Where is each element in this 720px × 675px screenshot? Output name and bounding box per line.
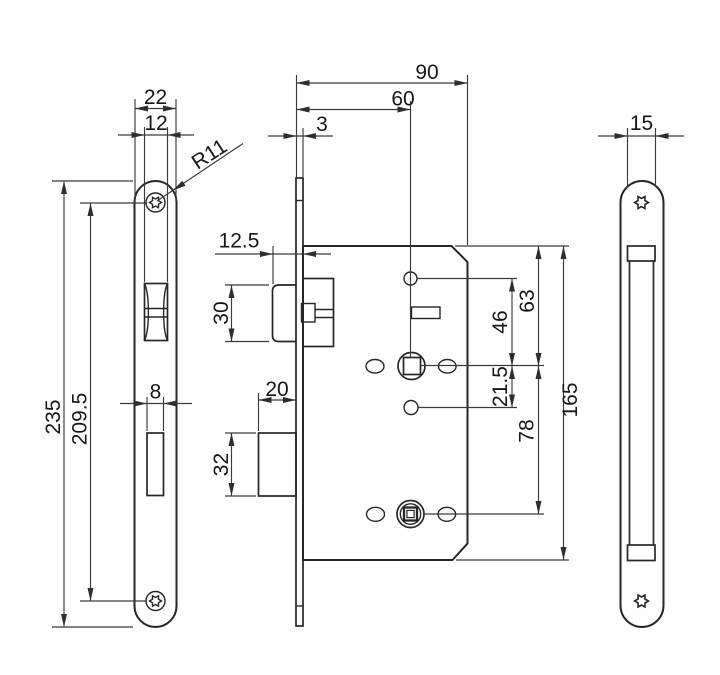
dim-label-60: 60 bbox=[391, 88, 414, 111]
front-view-dimensions: 22 12 R11 235 209 bbox=[42, 86, 244, 628]
lock-case-outline bbox=[302, 245, 469, 561]
dim-bolt-slot-width-8: 8 bbox=[120, 381, 192, 431]
dim-radius-r11: R11 bbox=[156, 135, 244, 202]
oval-hole-upper-right bbox=[437, 358, 457, 374]
dim-label-21-5: 21.5 bbox=[489, 366, 512, 407]
dim-latch-throw-12-5: 12.5 bbox=[215, 230, 331, 284]
dim-label-22: 22 bbox=[144, 86, 167, 109]
oval-hole-lower-left bbox=[365, 506, 386, 522]
dim-label-165: 165 bbox=[559, 382, 582, 417]
slot-hole bbox=[410, 306, 441, 320]
dim-latch-slot-width-12: 12 bbox=[118, 112, 194, 282]
latch-cutout bbox=[143, 282, 169, 342]
dim-label-12: 12 bbox=[144, 112, 167, 135]
case-edge-strip bbox=[626, 245, 656, 562]
dim-label-r11: R11 bbox=[188, 135, 232, 174]
lock-body-view bbox=[257, 177, 569, 627]
torx-screw-bottom-icon-side bbox=[633, 593, 650, 609]
dim-latch-height-30: 30 bbox=[210, 284, 269, 343]
middle-fixing-hole bbox=[403, 399, 419, 416]
dim-plate-offset-3: 3 bbox=[268, 113, 333, 177]
side-faceplate-view bbox=[619, 180, 665, 628]
dim-top-to-spindle-63: 63 bbox=[516, 246, 542, 366]
dim-strip-width-15: 15 bbox=[598, 112, 684, 187]
body-view-dimensions: 90 60 3 12.5 30 bbox=[210, 61, 582, 560]
dim-label-46: 46 bbox=[489, 310, 512, 333]
dim-label-8: 8 bbox=[150, 381, 162, 404]
torx-screw-bottom-icon bbox=[145, 590, 166, 612]
dim-label-90: 90 bbox=[415, 61, 438, 84]
dim-label-209-5: 209.5 bbox=[69, 393, 92, 446]
dim-label-3: 3 bbox=[316, 113, 328, 136]
dim-label-32: 32 bbox=[210, 453, 233, 476]
cylinder-follower bbox=[396, 499, 425, 529]
dim-plate-height-235: 235 bbox=[42, 180, 133, 628]
dim-spindle-to-cylinder-78: 78 bbox=[516, 366, 542, 514]
dim-label-78: 78 bbox=[516, 419, 539, 442]
dim-case-depth-90: 90 bbox=[295, 61, 469, 245]
dim-screw-distance-209-5: 209.5 bbox=[69, 202, 147, 602]
dim-label-15: 15 bbox=[630, 112, 653, 135]
dim-label-12-5: 12.5 bbox=[219, 230, 260, 253]
dim-backset-60: 60 bbox=[296, 88, 415, 357]
dim-label-20: 20 bbox=[265, 378, 288, 401]
dim-bolt-throw-20: 20 bbox=[257, 378, 296, 431]
faceplate-edge-strip bbox=[295, 177, 304, 627]
torx-screw-top-icon bbox=[145, 192, 166, 213]
oval-hole-upper-left bbox=[365, 358, 385, 374]
dim-spindle-to-hole-21-5: 21.5 bbox=[489, 366, 515, 408]
reference-lines bbox=[417, 245, 569, 561]
deadbolt-cutout bbox=[146, 432, 165, 497]
dim-label-235: 235 bbox=[42, 399, 65, 434]
dim-label-63: 63 bbox=[516, 289, 539, 312]
torx-screw-top-icon-side bbox=[633, 195, 650, 210]
deadbolt bbox=[257, 432, 297, 497]
dim-hole-to-spindle-46: 46 bbox=[489, 278, 515, 366]
latch-bolt bbox=[271, 277, 335, 348]
side-view-dimensions: 15 bbox=[598, 112, 684, 187]
side-faceplate-outline bbox=[619, 180, 665, 628]
dim-case-height-165: 165 bbox=[559, 246, 582, 560]
dim-bolt-height-32: 32 bbox=[210, 432, 256, 497]
dim-plate-width-22: 22 bbox=[134, 86, 177, 202]
dim-label-30: 30 bbox=[210, 301, 233, 324]
